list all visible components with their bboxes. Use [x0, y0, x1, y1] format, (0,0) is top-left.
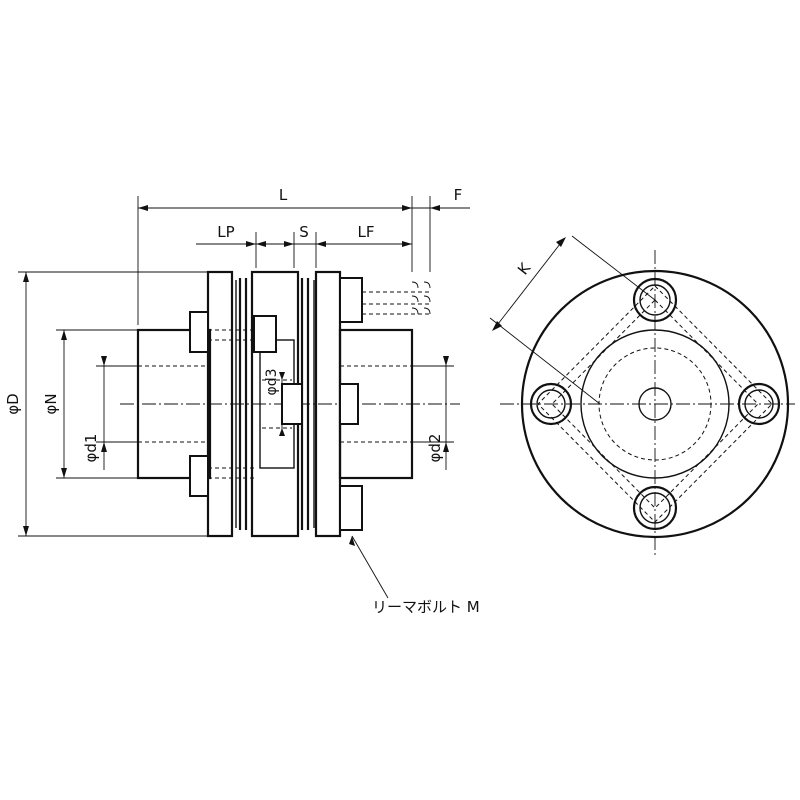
dim-S-label: S [299, 223, 309, 241]
dim-L-label: L [279, 186, 288, 204]
K-dimension-line [497, 243, 561, 325]
bolt-right-bottom [339, 485, 363, 531]
side-view [120, 270, 460, 538]
center-bore-circle [638, 387, 672, 421]
bolt-right-top [339, 277, 431, 323]
dim-K-label: K [514, 259, 535, 279]
dim-d1-label: φd1 [82, 434, 100, 463]
dim-D-label: φD [4, 393, 22, 414]
outer-flange-circle [520, 269, 790, 539]
left-disc-pack [235, 278, 248, 530]
K-extension-left [489, 317, 601, 405]
bolt-right-middle [281, 383, 359, 425]
dim-F-label: F [454, 186, 463, 204]
dim-LP-label: LP [217, 223, 234, 241]
front-bolt-top [632, 277, 678, 323]
left-hub [136, 328, 212, 480]
dim-d2-label: φd2 [426, 434, 444, 463]
front-view [489, 235, 795, 555]
bolt-left-bottom [189, 455, 254, 497]
front-bolt-right [737, 382, 781, 426]
K-extension-top [571, 235, 656, 301]
reamer-bolt-callout: リーマボルト M [372, 598, 480, 616]
dim-LF-label: LF [358, 223, 375, 241]
front-bolt-bottom [632, 485, 678, 531]
front-bolt-left [529, 382, 573, 426]
dim-d3-label: φd3 [264, 368, 280, 395]
dim-N-label: φN [42, 393, 60, 414]
bolt-left-top [189, 311, 277, 353]
bore-hidden-circle [598, 347, 712, 461]
left-flange [206, 270, 234, 538]
side-dimensions [18, 196, 470, 599]
hub-circle [580, 329, 730, 479]
disc-outline-hidden [537, 285, 773, 523]
